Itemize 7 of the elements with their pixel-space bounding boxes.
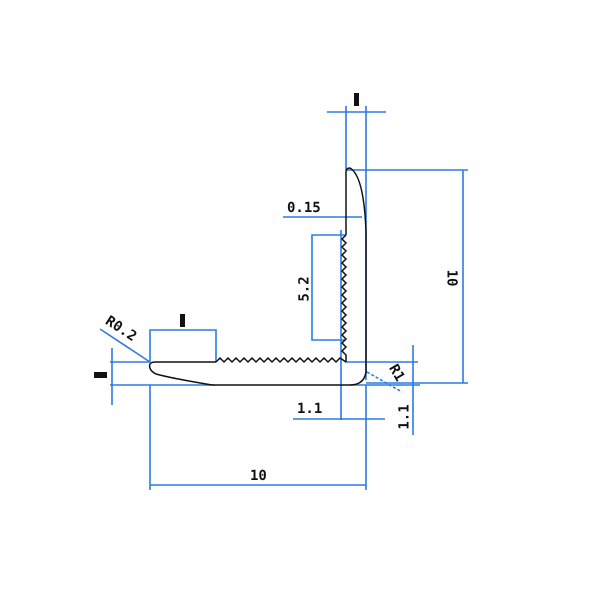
dimension-label: 1.1: [398, 404, 412, 430]
dimension-label: 10: [444, 270, 458, 286]
radius-dimension-label: R1: [386, 362, 407, 384]
dimension-label: 10: [250, 469, 267, 483]
dimension-label: 0.15: [287, 201, 321, 215]
dimension-label: 5.2: [298, 276, 312, 302]
dimension-label: 1.1: [297, 402, 322, 416]
